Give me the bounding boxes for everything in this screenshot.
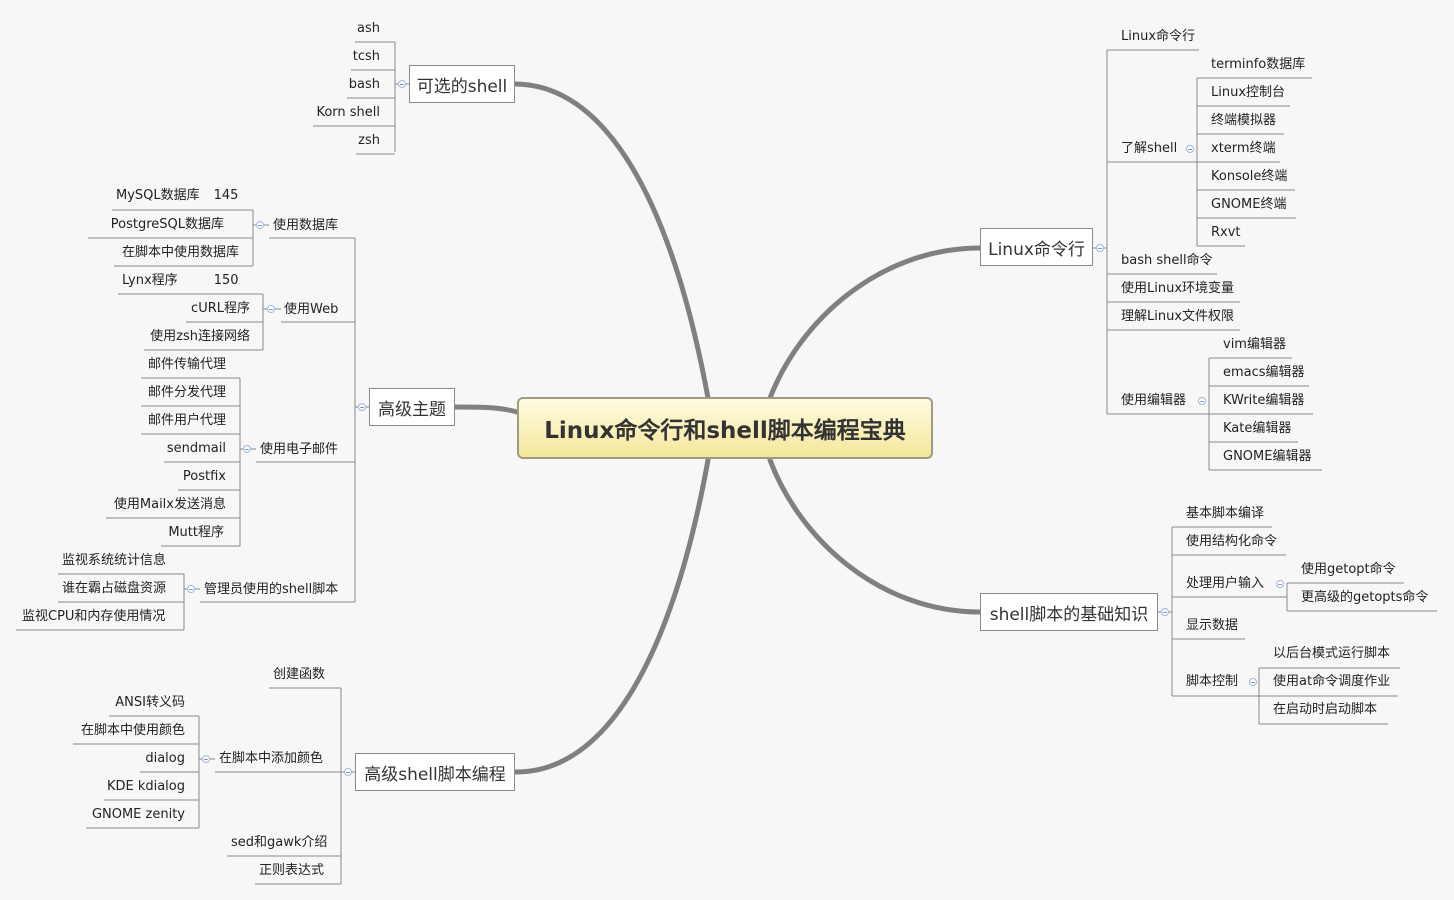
topic-getopt[interactable]: 使用getopt命令 (1301, 562, 1396, 577)
subtopic-sed-gawk[interactable]: sed和gawk介绍 (231, 835, 328, 850)
subtopic-linux-cli[interactable]: Linux命令行 (1121, 29, 1196, 44)
collapse-icon[interactable] (243, 445, 251, 453)
main-topic-linux-cli[interactable]: Linux命令行 (980, 228, 1093, 266)
topic-getopts[interactable]: 更高级的getopts命令 (1301, 590, 1429, 605)
collapse-icon[interactable] (202, 755, 210, 763)
topic-monitor-stats[interactable]: 监视系统统计信息 (62, 553, 167, 568)
page-note: 150 (213, 273, 239, 288)
subtopic-web[interactable]: 使用Web (284, 302, 339, 317)
subtopic-structured-commands[interactable]: 使用结构化命令 (1186, 534, 1278, 549)
root-topic[interactable]: Linux命令行和shell脚本编程宝典 (517, 397, 933, 459)
subtopic-user-input[interactable]: 处理用户输入 (1186, 576, 1265, 591)
collapse-icon[interactable] (1198, 397, 1206, 405)
topic-emacs[interactable]: emacs编辑器 (1223, 365, 1305, 380)
collapse-icon[interactable] (1096, 244, 1104, 252)
collapse-icon[interactable] (344, 768, 352, 776)
topic-background[interactable]: 以后台模式运行脚本 (1273, 646, 1391, 661)
trunk-advanced-topics (452, 404, 520, 415)
topic-gnome-terminal[interactable]: GNOME终端 (1211, 197, 1287, 212)
collapse-icon[interactable] (1249, 678, 1257, 686)
subtopic-bash-commands[interactable]: bash shell命令 (1121, 253, 1213, 268)
subtopic-regex[interactable]: 正则表达式 (259, 863, 325, 878)
topic-terminal-emulator[interactable]: 终端模拟器 (1211, 113, 1277, 128)
topic-postgresql[interactable]: PostgreSQL数据库 (110, 217, 224, 232)
topic-mua[interactable]: 邮件用户代理 (147, 413, 226, 428)
subtopic-basic-compile[interactable]: 基本脚本编译 (1186, 506, 1265, 521)
topic-mda[interactable]: 邮件分发代理 (147, 385, 226, 400)
topic-zsh-network[interactable]: 使用zsh连接网络 (150, 329, 250, 344)
topic-curl[interactable]: cURL程序 (191, 301, 250, 316)
subtopic-env-vars[interactable]: 使用Linux环境变量 (1121, 281, 1235, 296)
topic-rxvt[interactable]: Rxvt (1211, 225, 1241, 240)
topic-mutt[interactable]: Mutt程序 (168, 525, 224, 540)
topic-bash[interactable]: bash (348, 77, 380, 92)
trunk-optional-shell (513, 81, 711, 401)
topic-dialog[interactable]: dialog (145, 751, 185, 766)
main-topic-shell-basics[interactable]: shell脚本的基础知识 (980, 593, 1158, 631)
topic-kdialog[interactable]: KDE kdialog (106, 779, 185, 794)
topic-gnome-editor[interactable]: GNOME编辑器 (1223, 449, 1312, 464)
trunk-advanced-scripting (513, 457, 711, 775)
topic-disk-hogs[interactable]: 谁在霸占磁盘资源 (62, 581, 167, 596)
collapse-icon[interactable] (398, 80, 406, 88)
subtopic-admin-scripts[interactable]: 管理员使用的shell脚本 (204, 582, 339, 597)
topic-kwrite[interactable]: KWrite编辑器 (1223, 393, 1305, 408)
topic-korn-shell[interactable]: Korn shell (316, 105, 380, 120)
topic-startup[interactable]: 在启动时启动脚本 (1273, 702, 1378, 717)
topic-linux-console[interactable]: Linux控制台 (1211, 85, 1286, 100)
topic-sendmail[interactable]: sendmail (166, 441, 226, 456)
topic-kate[interactable]: Kate编辑器 (1223, 421, 1292, 436)
topic-color-in-script[interactable]: 在脚本中使用颜色 (80, 723, 185, 738)
trunk-shell-basics (767, 457, 983, 615)
trunk-linux-cli (767, 245, 983, 401)
subtopic-script-control[interactable]: 脚本控制 (1186, 674, 1239, 689)
topic-mta[interactable]: 邮件传输代理 (147, 357, 226, 372)
topic-zenity[interactable]: GNOME zenity (91, 807, 185, 822)
topic-ansi[interactable]: ANSI转义码 (115, 695, 185, 710)
topic-konsole[interactable]: Konsole终端 (1211, 169, 1288, 184)
topic-postfix[interactable]: Postfix (182, 469, 226, 484)
subtopic-add-color[interactable]: 在脚本中添加颜色 (219, 751, 324, 766)
topic-zsh[interactable]: zsh (358, 133, 380, 148)
topic-terminfo[interactable]: terminfo数据库 (1211, 57, 1306, 72)
topic-mailx[interactable]: 使用Mailx发送消息 (113, 497, 226, 512)
subtopic-understand-shell[interactable]: 了解shell (1121, 141, 1178, 156)
topic-cpu-memory[interactable]: 监视CPU和内存使用情况 (22, 609, 166, 624)
main-topic-advanced-scripting[interactable]: 高级shell脚本编程 (355, 753, 515, 791)
subtopic-display-data[interactable]: 显示数据 (1186, 618, 1239, 633)
subtopic-create-functions[interactable]: 创建函数 (273, 667, 326, 682)
subtopic-database[interactable]: 使用数据库 (273, 218, 339, 233)
topic-db-in-script[interactable]: 在脚本中使用数据库 (121, 245, 239, 260)
topic-tcsh[interactable]: tcsh (352, 49, 380, 64)
collapse-icon[interactable] (1186, 145, 1194, 153)
subtopic-email[interactable]: 使用电子邮件 (260, 442, 339, 457)
collapse-icon[interactable] (1161, 608, 1169, 616)
collapse-icon[interactable] (1276, 580, 1284, 588)
subtopic-file-permissions[interactable]: 理解Linux文件权限 (1121, 309, 1235, 324)
collapse-icon[interactable] (358, 403, 366, 411)
topic-ash[interactable]: ash (357, 21, 380, 36)
topic-xterm[interactable]: xterm终端 (1211, 141, 1276, 156)
collapse-icon[interactable] (187, 585, 195, 593)
main-topic-optional-shell[interactable]: 可选的shell (409, 65, 515, 103)
topic-vim[interactable]: vim编辑器 (1223, 337, 1286, 352)
page-note: 145 (213, 188, 239, 203)
subtopic-editors[interactable]: 使用编辑器 (1121, 393, 1187, 408)
collapse-icon[interactable] (267, 305, 275, 313)
main-topic-advanced-topics[interactable]: 高级主题 (369, 388, 455, 426)
collapse-icon[interactable] (256, 221, 264, 229)
topic-at-command[interactable]: 使用at命令调度作业 (1273, 674, 1391, 689)
